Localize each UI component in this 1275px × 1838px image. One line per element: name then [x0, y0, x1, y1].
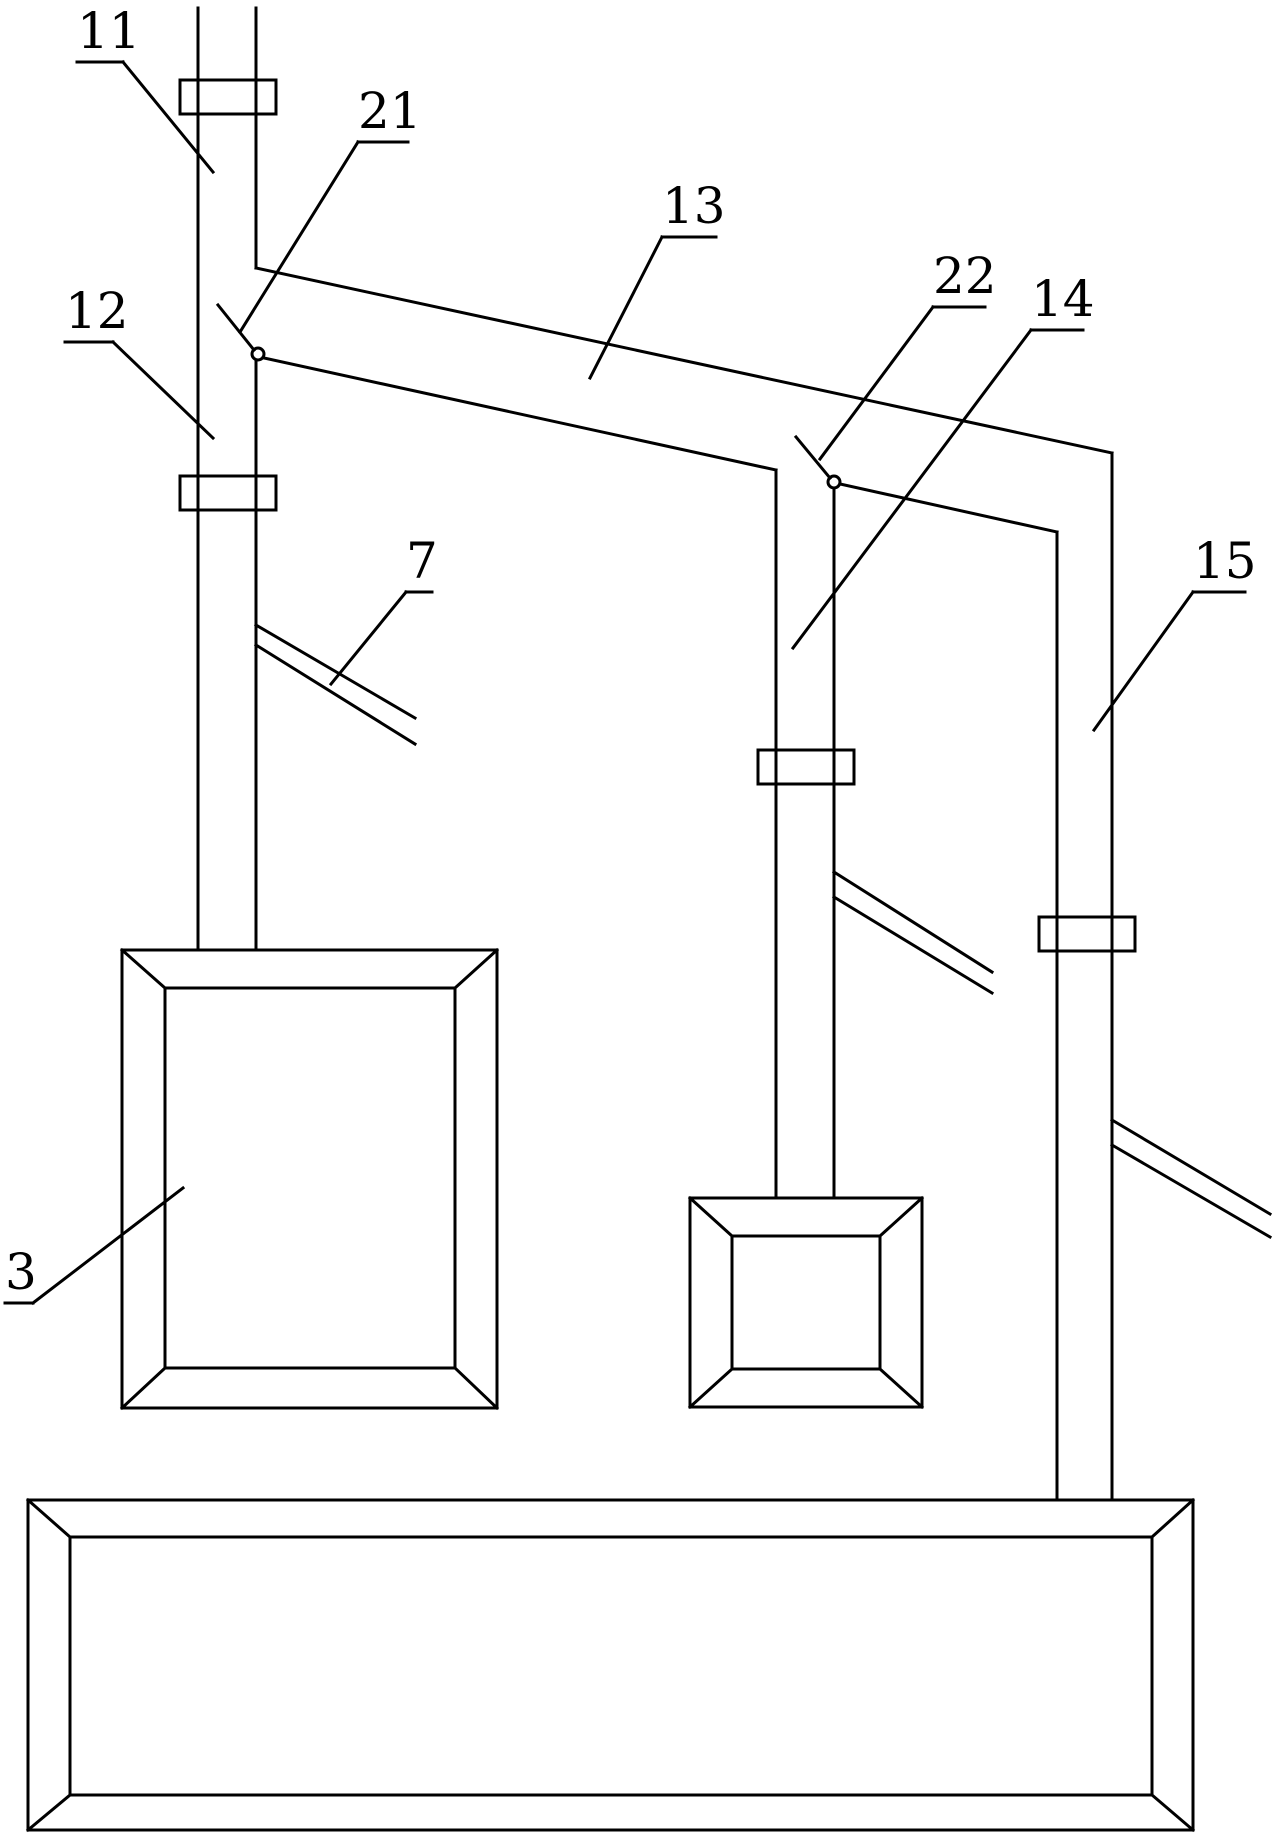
label-21: 21: [358, 82, 422, 140]
middle-pipe: [774, 468, 836, 1200]
label-3: 3: [5, 1243, 37, 1301]
small-bin: [687, 1195, 925, 1410]
diverter-valve-22: [793, 434, 842, 490]
side-chute-left: [253, 622, 418, 747]
pipe-clamp-upper-left: [178, 78, 278, 116]
label-22: 22: [933, 247, 997, 305]
base-tank: [25, 1497, 1196, 1833]
side-chute-middle: [831, 869, 995, 996]
bin-3: [119, 947, 500, 1411]
inclined-pipe-13: [254, 266, 1114, 472]
pipe-clamp-lower-left: [178, 474, 278, 512]
diverter-valve-21: [215, 302, 266, 362]
right-pipe: [838, 451, 1114, 1502]
label-15: 15: [1193, 532, 1257, 590]
pipe-clamp-right: [1037, 915, 1137, 953]
label-14: 14: [1031, 270, 1095, 328]
label-13: 13: [662, 177, 726, 235]
label-11: 11: [77, 2, 141, 60]
pipe-clamp-middle: [756, 748, 856, 786]
leader-lines: [3, 59, 1247, 1306]
label-7: 7: [406, 532, 438, 590]
side-chute-right: [1109, 1117, 1273, 1240]
left-pipe: [196, 6, 258, 952]
label-12: 12: [65, 282, 129, 340]
